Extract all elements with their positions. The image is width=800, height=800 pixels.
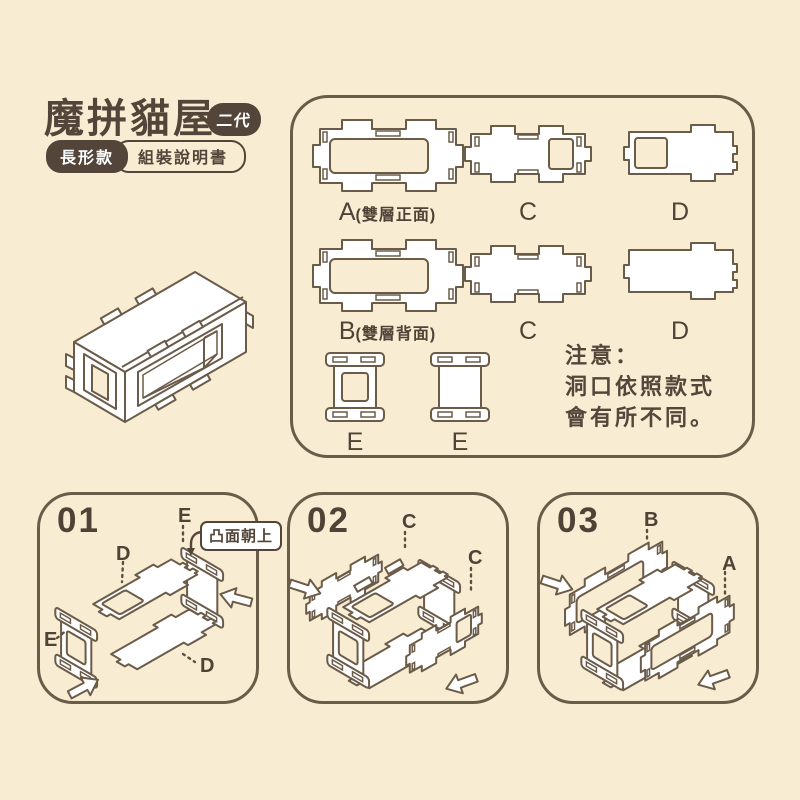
note-line-2: 洞口依照款式 bbox=[565, 374, 716, 399]
step-02-label-c-right: C bbox=[468, 547, 483, 569]
step-01-label-e-left: E bbox=[44, 629, 58, 651]
step-02-number: 02 bbox=[307, 501, 350, 540]
piece-b-figure bbox=[312, 239, 464, 312]
step-02-diagram bbox=[287, 530, 509, 700]
step-01-label-e-top: E bbox=[178, 505, 192, 527]
piece-e2-figure bbox=[430, 352, 490, 422]
note-text: 注意： 洞口依照款式 會有所不同。 bbox=[565, 340, 750, 433]
piece-d2-label: D bbox=[670, 317, 690, 345]
note-line-3: 會有所不同。 bbox=[565, 405, 716, 430]
piece-d1-figure bbox=[621, 122, 739, 184]
step-02-label-c-top: C bbox=[402, 511, 417, 533]
step-panel-03: 03 B A bbox=[537, 492, 759, 704]
piece-e1-label: E bbox=[346, 428, 364, 456]
generation-badge: 二代 bbox=[207, 103, 262, 136]
step-panel-01: 01 E D E D 凸面朝上 bbox=[37, 492, 283, 704]
step-03-diagram bbox=[537, 528, 735, 696]
piece-c2-label: C bbox=[518, 317, 538, 345]
subtitle-tags: 長形款 組裝說明書 bbox=[46, 140, 247, 173]
step-01-number: 01 bbox=[57, 501, 100, 540]
doc-tag: 組裝說明書 bbox=[114, 140, 247, 173]
piece-e2-label: E bbox=[451, 428, 469, 456]
parts-panel: A(雙層正面) C D B(雙層背面) C D E E 注意： 洞口依照款式 會… bbox=[290, 95, 755, 458]
assembled-house-figure bbox=[65, 271, 254, 423]
step-01-label-d-bottom: D bbox=[200, 655, 215, 677]
step-03-label-b-top: B bbox=[644, 509, 659, 531]
generation-badge-label: 二代 bbox=[215, 113, 252, 130]
piece-a-label: A(雙層正面) bbox=[338, 198, 437, 226]
step-panel-02: 02 C C bbox=[287, 492, 509, 704]
step-03-label-a-right: A bbox=[722, 553, 737, 575]
piece-c2-figure bbox=[464, 245, 592, 303]
piece-c1-figure bbox=[463, 122, 593, 187]
step-01-callout: 凸面朝上 bbox=[200, 521, 283, 551]
piece-d1-label: D bbox=[670, 198, 690, 226]
step-01-diagram bbox=[37, 524, 255, 704]
piece-a-figure bbox=[312, 119, 464, 192]
page-title: 魔拼貓屋 bbox=[44, 97, 216, 141]
step-01-label-d-upper: D bbox=[116, 543, 131, 565]
piece-e1-figure bbox=[320, 348, 390, 426]
model-tag: 長形款 bbox=[46, 140, 129, 173]
note-line-1: 注意： bbox=[565, 343, 641, 368]
piece-c1-label: C bbox=[518, 198, 538, 226]
piece-b-label: B(雙層背面) bbox=[338, 317, 437, 345]
piece-d2-figure bbox=[623, 242, 738, 300]
step-03-number: 03 bbox=[557, 501, 600, 540]
